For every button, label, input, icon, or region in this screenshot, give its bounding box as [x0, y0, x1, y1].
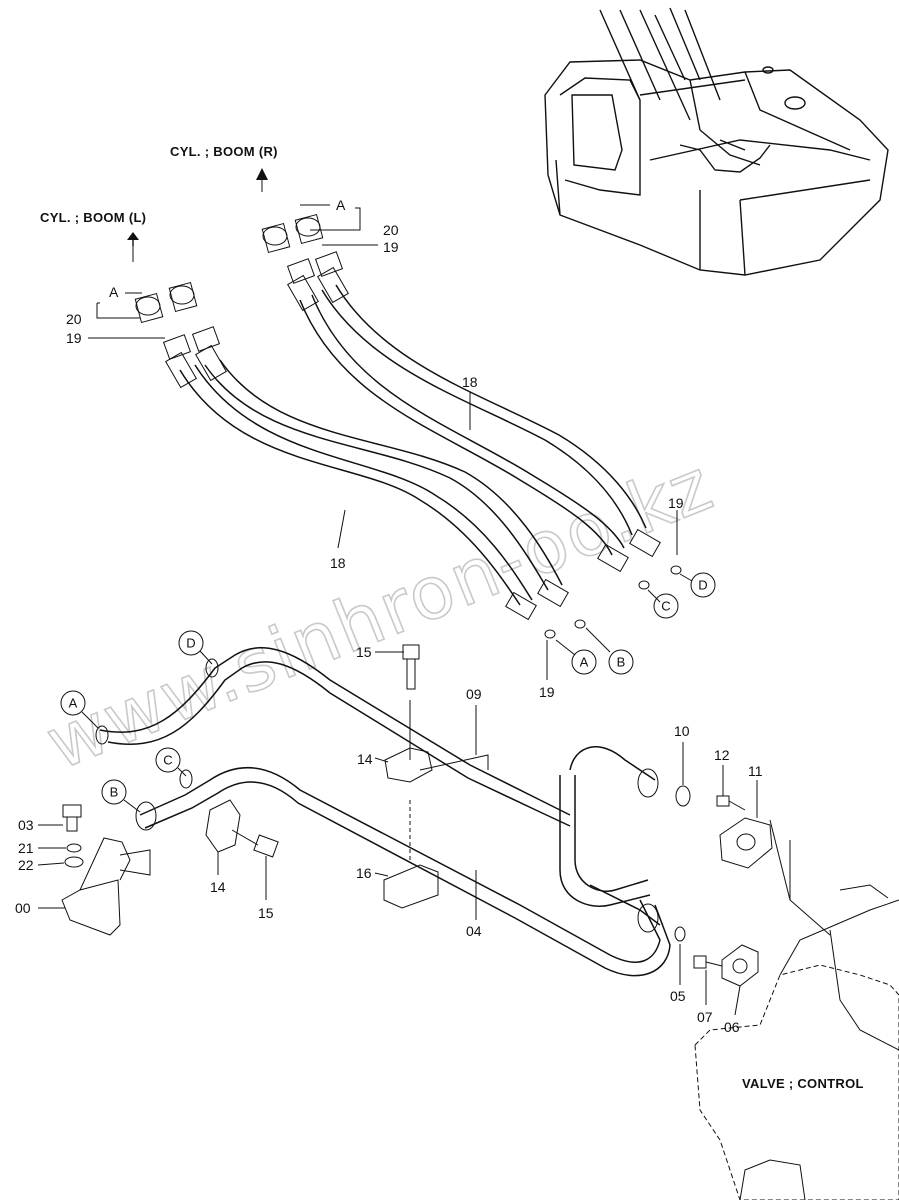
- label-a-left: A: [109, 284, 119, 300]
- leader-lines: [37, 168, 758, 1016]
- part-03: 03: [18, 817, 34, 833]
- watermark: www.sinhron-oo.kz: [35, 442, 725, 786]
- clamp-14-upper: [384, 700, 433, 860]
- hose-assembly-left: [134, 281, 569, 621]
- excavator-inset-illustration: [544, 7, 889, 276]
- bracket-00: [61, 804, 131, 936]
- circle-a-hose: A: [571, 649, 597, 675]
- oring-10: [675, 785, 691, 807]
- circle-c-pipe: C: [155, 747, 181, 773]
- pipe-end-a: [95, 725, 109, 745]
- hose-assembly-right: [261, 213, 661, 573]
- title-boom-l: CYL. ; BOOM (L): [40, 210, 146, 225]
- flange-06: [693, 944, 759, 987]
- svg-text:B: B: [110, 785, 119, 800]
- title-boom-r: CYL. ; BOOM (R): [170, 144, 278, 159]
- clamp-14-lower: [205, 799, 279, 858]
- part-00: 00: [15, 900, 31, 916]
- circle-b-hose: B: [608, 649, 634, 675]
- title-valve-control: VALVE ; CONTROL: [742, 1076, 864, 1091]
- part-14-lower: 14: [210, 879, 226, 895]
- part-19-right: 19: [383, 239, 399, 255]
- oring-05: [674, 926, 686, 942]
- circle-c-hose: C: [653, 593, 679, 619]
- part-11: 11: [748, 763, 763, 779]
- svg-text:A: A: [69, 696, 78, 711]
- part-18-left: 18: [330, 555, 346, 571]
- part-18-right: 18: [462, 374, 478, 390]
- part-07: 07: [697, 1009, 713, 1025]
- control-valve-illustration: [694, 819, 899, 1200]
- label-a-right: A: [336, 197, 346, 213]
- part-12: 12: [714, 747, 730, 763]
- part-10: 10: [674, 723, 690, 739]
- flange-11: [716, 795, 773, 869]
- part-16: 16: [356, 865, 372, 881]
- part-22: 22: [18, 857, 34, 873]
- part-15-upper: 15: [356, 644, 372, 660]
- part-20-right: 20: [383, 222, 399, 238]
- part-14-upper: 14: [357, 751, 373, 767]
- part-06: 06: [724, 1019, 740, 1035]
- pipe-end-09: [637, 768, 659, 798]
- part-20-left: 20: [66, 311, 82, 327]
- svg-text:D: D: [698, 578, 707, 593]
- oring-c: [638, 580, 650, 590]
- part-19-hose-left: 19: [539, 684, 555, 700]
- part-19-hose-right: 19: [668, 495, 684, 511]
- part-09: 09: [466, 686, 482, 702]
- pipe-end-04: [637, 903, 659, 933]
- part-21: 21: [18, 840, 34, 856]
- circle-d-pipe: D: [178, 630, 204, 656]
- circle-d-hose: D: [690, 572, 716, 598]
- part-19-left: 19: [66, 330, 82, 346]
- arrow-boom-l: [127, 232, 139, 240]
- block-16: [383, 864, 439, 909]
- svg-text:C: C: [163, 753, 172, 768]
- svg-text:D: D: [186, 636, 195, 651]
- part-15-lower: 15: [258, 905, 274, 921]
- arrow-boom-r: [256, 168, 268, 180]
- part-04: 04: [466, 923, 482, 939]
- oring-b: [574, 619, 586, 629]
- svg-text:A: A: [580, 655, 589, 670]
- pipe-end-c: [179, 769, 193, 789]
- pipe-09: [99, 647, 656, 907]
- circle-b-pipe: B: [101, 779, 127, 805]
- pipe-end-b: [135, 801, 157, 831]
- part-05: 05: [670, 988, 686, 1004]
- pipe-end-d: [205, 658, 219, 678]
- oring-a: [544, 629, 556, 639]
- oring-d: [670, 565, 682, 575]
- bolt-15-upper: [402, 644, 420, 690]
- svg-text:B: B: [617, 655, 626, 670]
- circle-a-pipe: A: [60, 690, 86, 716]
- svg-text:C: C: [661, 599, 670, 614]
